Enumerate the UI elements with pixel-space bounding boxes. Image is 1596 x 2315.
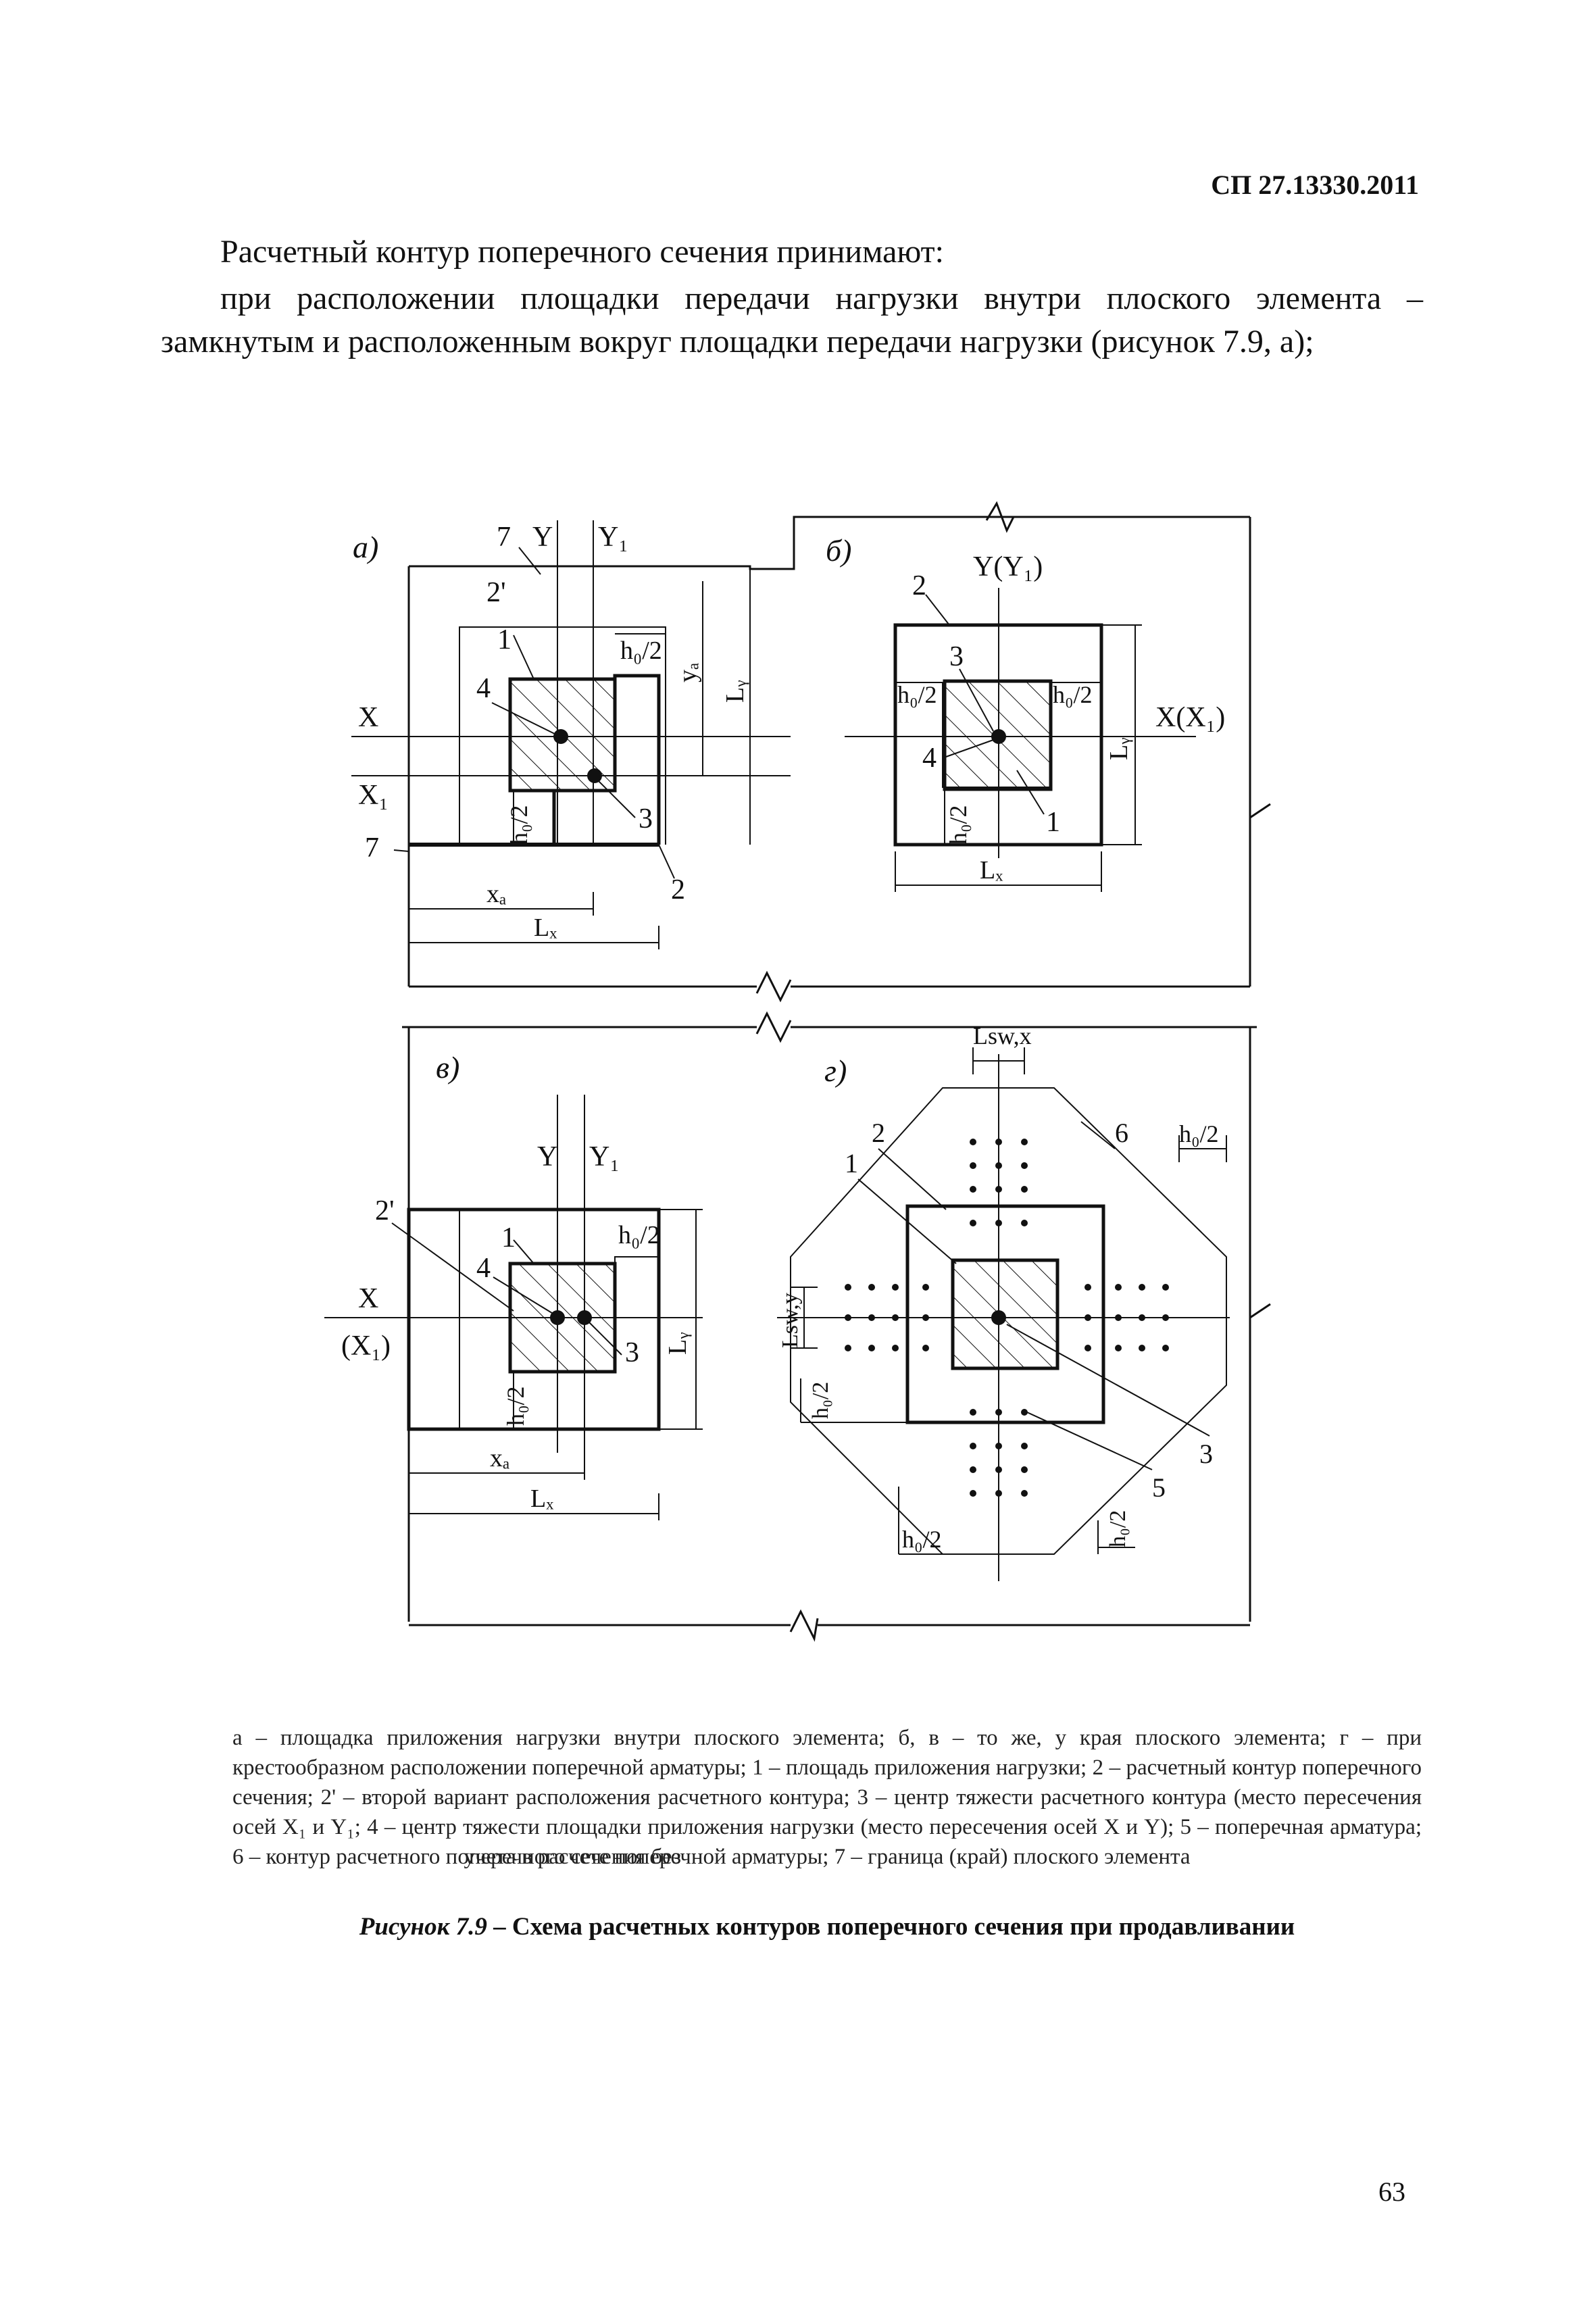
panel-b-label-3: 3 [949,641,964,672]
panel-b-label-xx1: X(X₁) [1155,702,1225,733]
panel-b-label-yy1: Y(Y₁) [973,551,1043,582]
panel-a-label-3: 3 [639,803,653,835]
panel-v-label-4: 4 [476,1253,491,1284]
figure-caption-legend-end: учета в расчете поперечной арматуры; 7 –… [464,1845,1191,1869]
panel-b: б) Y(Y₁) 2 3 h₀/2 h₀/2 X(X₁) [826,533,1225,892]
panel-b-label-4: 4 [922,743,937,774]
panel-a-label-ly: Lᵧ [721,680,749,703]
panel-a-label-xa: xₐ [487,880,506,908]
panel-a-label-7b: 7 [365,832,379,864]
bottom-frame [402,1011,1271,1642]
paragraph-intro: Расчетный контур поперечного сечения при… [220,234,944,270]
panel-g-label-h0-l: h₀/2 [808,1382,833,1419]
panel-v-label-xa: xₐ [490,1444,509,1472]
page-number: 63 [1378,2176,1405,2207]
panel-v-label-h0-left: h₀/2 [502,1386,529,1426]
panel-a-label-2: 2 [671,874,685,905]
panel-v-letter: в) [436,1050,459,1085]
panel-g-label-6: 6 [1115,1118,1128,1148]
panel-a-label-4: 4 [476,673,491,704]
panel-v-label-x1: (X₁) [341,1330,391,1362]
panel-b-label-1: 1 [1046,807,1060,838]
panel-a-label-x: X [358,702,378,733]
panel-a-label-1: 1 [497,624,512,655]
panel-a-label-h0-left: h₀/2 [505,805,532,845]
panel-b-label-h0-right: h₀/2 [1053,681,1093,708]
panel-g-label-h0-br: h₀/2 [1105,1510,1130,1547]
panel-a-label-y: Y [532,522,553,553]
panel-a-letter: а) [353,530,378,564]
panel-b-letter: б) [826,533,851,568]
panel-g-label-lswy: Lsw,y [778,1293,803,1348]
panel-b-label-lx: Lₓ [980,856,1003,885]
panel-b-label-2: 2 [912,570,926,601]
panel-g-letter: г) [824,1053,847,1088]
panel-v-label-y: Y [537,1141,557,1172]
panel-a-label-ya: yₐ [674,663,702,682]
panel-g-label-lswx: Lsw,x [973,1022,1032,1049]
panel-v: в) Y Y₁ 2' 1 [324,1050,703,1520]
figure-title: Рисунок 7.9 – Схема расчетных контуров п… [232,1912,1422,1941]
panel-v-label-3: 3 [625,1337,639,1368]
panel-v-label-x: X [358,1283,378,1314]
panel-v-label-1: 1 [501,1222,516,1253]
panel-v-label-lx: Lₓ [530,1485,553,1513]
panel-g-label-h0-tr: h₀/2 [1179,1120,1219,1147]
panel-g-label-3: 3 [1199,1439,1213,1469]
panel-v-label-y1: Y₁ [589,1141,620,1172]
paragraph-rule-a: при расположении площадки передачи нагру… [161,280,1423,359]
panel-a-label-lx: Lₓ [534,914,557,942]
figure-title-text: – Схема расчетных контуров поперечного с… [487,1913,1295,1941]
panel-b-label-ly: Lᵧ [1105,738,1133,760]
panel-g: г) [777,1022,1230,1581]
reinforcement-dots [845,1139,1169,1497]
panel-g-label-h0-bl: h₀/2 [902,1526,942,1553]
panel-v-label-ly: Lᵧ [664,1333,692,1355]
panel-a-label-y1: Y₁ [598,522,628,553]
panel-a: а) [351,520,791,949]
panel-a-label-7: 7 [497,522,511,553]
panel-a-label-x1: X₁ [358,780,389,811]
panel-g-label-1: 1 [845,1148,858,1178]
panel-v-label-2prime: 2' [375,1195,395,1226]
panel-a-label-h0-top: h₀/2 [620,637,662,665]
figure-title-label: Рисунок 7.9 [359,1913,487,1941]
panel-b-label-h0-v: h₀/2 [945,805,972,845]
panel-a-label-2prime: 2' [487,577,506,608]
document-code: СП 27.13330.2011 [1211,170,1419,200]
panel-b-label-h0-left: h₀/2 [897,681,937,708]
figure-caption-legend: а – площадка приложения нагрузки внутри … [232,1726,1422,1869]
panel-v-label-h0-top: h₀/2 [618,1221,660,1249]
panel-g-label-2: 2 [872,1118,885,1148]
panel-g-label-5: 5 [1152,1472,1166,1503]
